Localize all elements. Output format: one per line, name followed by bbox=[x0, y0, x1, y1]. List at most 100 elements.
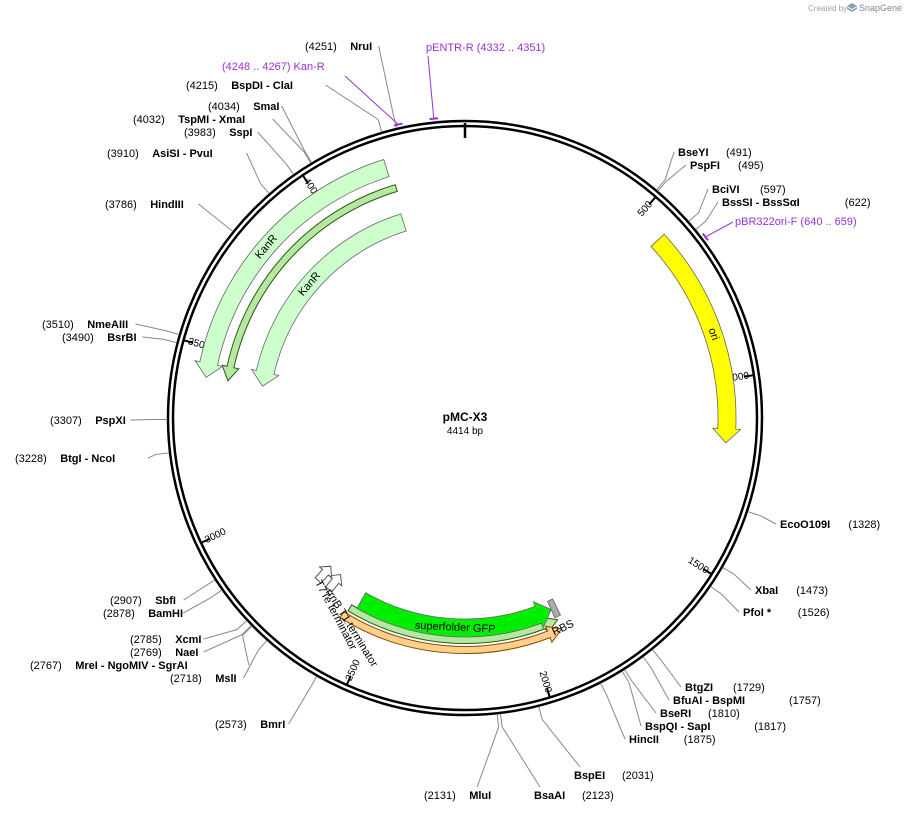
restriction-site[interactable]: (4251)NruI bbox=[305, 41, 372, 53]
restriction-site[interactable]: BssSI - BssSαI(622) bbox=[722, 197, 870, 209]
restriction-site[interactable]: (3228)BtgI - NcoI bbox=[15, 453, 115, 465]
restriction-site[interactable]: BfuAI - BspMI(1757) bbox=[673, 695, 821, 707]
site-enzyme: MreI - NgoMIV - SgrAI bbox=[75, 660, 187, 672]
restriction-site[interactable]: (2131)MluI bbox=[424, 790, 491, 802]
restriction-site[interactable]: (3786)HindIII bbox=[105, 199, 184, 211]
restriction-site[interactable]: (4034) SmaI bbox=[208, 101, 279, 113]
restriction-site[interactable]: BsaAI(2123) bbox=[534, 790, 614, 802]
restriction-site[interactable]: BciVI(597) bbox=[712, 184, 786, 196]
primer-leader-line bbox=[344, 75, 399, 125]
rbs-box[interactable] bbox=[546, 598, 562, 619]
site-enzyme: BspQI - SapI bbox=[645, 721, 710, 733]
site-leader-line bbox=[652, 649, 682, 688]
restriction-site[interactable]: (3490)BsrBI bbox=[62, 332, 137, 344]
site-enzyme: SbfI bbox=[155, 595, 176, 607]
tick-mark bbox=[345, 675, 352, 686]
site-position: (2767) bbox=[30, 660, 62, 672]
restriction-site[interactable]: PspFI(495) bbox=[690, 160, 764, 172]
restriction-site[interactable]: (4032)TspMI - XmaI bbox=[133, 114, 245, 126]
site-position: (622) bbox=[845, 197, 871, 209]
site-enzyme: BseYI bbox=[678, 147, 709, 159]
watermark-brand: SnapGene bbox=[859, 3, 902, 13]
site-leader-line bbox=[642, 656, 670, 701]
site-enzyme: NruI bbox=[350, 41, 372, 53]
site-enzyme: NmeAIII bbox=[87, 319, 128, 331]
site-position: (491) bbox=[726, 147, 752, 159]
backbone-outer-strand bbox=[166, 119, 764, 717]
site-position: (3307) bbox=[50, 415, 82, 427]
site-position: (4215) bbox=[186, 80, 218, 92]
site-leader-line bbox=[130, 418, 168, 421]
primer-label[interactable]: (4248 .. 4267) Kan-R bbox=[222, 61, 325, 73]
restriction-site[interactable]: (3910)AsiSI - PvuI bbox=[107, 148, 213, 160]
sfgfp-arrow[interactable] bbox=[356, 592, 552, 638]
restriction-site[interactable]: BseYI (491) bbox=[678, 147, 752, 159]
site-enzyme: BsaAI bbox=[534, 790, 565, 802]
restriction-site[interactable]: EcoO109I(1328) bbox=[780, 519, 880, 531]
site-leader-line bbox=[476, 714, 500, 788]
restriction-site[interactable]: BspEI(2031) bbox=[574, 770, 654, 782]
orf-kan-arrow bbox=[221, 184, 398, 382]
site-position: (1757) bbox=[789, 695, 821, 707]
restriction-site[interactable]: (3307)PspXI bbox=[50, 415, 126, 427]
kanr-inner-arrow[interactable] bbox=[250, 213, 407, 387]
site-leader-line bbox=[288, 676, 318, 725]
restriction-site[interactable]: (2878)BamHI bbox=[103, 608, 183, 620]
restriction-site[interactable]: (2718)MslI bbox=[170, 673, 237, 685]
site-leader-line bbox=[656, 151, 675, 191]
site-enzyme: NaeI bbox=[175, 647, 198, 659]
tick-mark bbox=[545, 687, 551, 698]
site-leader-line bbox=[710, 586, 740, 613]
site-position: (3490) bbox=[62, 332, 94, 344]
tick-mark bbox=[301, 174, 310, 185]
primer-label[interactable]: pBR322ori-F (640 .. 659) bbox=[735, 216, 857, 228]
restriction-site[interactable]: (2907)SbfI bbox=[110, 595, 176, 607]
site-leader-line bbox=[183, 579, 216, 601]
restriction-site[interactable]: BtgZI(1729) bbox=[685, 682, 765, 694]
t7te-terminator-icon[interactable] bbox=[312, 561, 337, 586]
site-enzyme: BamHI bbox=[148, 608, 183, 620]
restriction-site[interactable]: (2785)XcmI bbox=[130, 634, 201, 646]
site-position: (4034) bbox=[208, 101, 240, 113]
kanr-outer-arrow[interactable] bbox=[194, 158, 390, 378]
restriction-site[interactable]: (2573)BmrI bbox=[215, 719, 285, 731]
restriction-site[interactable]: PfoI *(1526) bbox=[743, 607, 830, 619]
restriction-site[interactable]: (3510)NmeAIII bbox=[42, 319, 128, 331]
primer-bar bbox=[702, 232, 709, 241]
restriction-site[interactable]: (4215)BspDI - ClaI bbox=[186, 80, 293, 92]
watermark-created-by: Created by bbox=[808, 4, 847, 13]
snapgene-logo-icon bbox=[847, 3, 857, 12]
snapgene-watermark: Created by SnapGene bbox=[808, 3, 902, 13]
site-position: (2785) bbox=[130, 634, 162, 646]
restriction-site[interactable]: (2769)NaeI bbox=[130, 647, 198, 659]
site-enzyme: PspFI bbox=[690, 160, 720, 172]
restriction-site[interactable]: (2767) MreI - NgoMIV - SgrAI bbox=[30, 660, 188, 672]
orf-arrows bbox=[221, 184, 563, 654]
site-leader-line bbox=[722, 567, 752, 591]
site-enzyme: SmaI bbox=[253, 101, 279, 113]
site-enzyme: TspMI - XmaI bbox=[178, 114, 245, 126]
site-leader-line bbox=[688, 188, 709, 222]
restriction-site[interactable]: BseRI(1810) bbox=[660, 708, 740, 720]
site-position: (1875) bbox=[684, 734, 716, 746]
site-position: (3983) bbox=[184, 127, 216, 139]
restriction-site[interactable]: BspQI - SapI(1817) bbox=[645, 721, 786, 733]
site-leader-line bbox=[695, 201, 719, 230]
primer-label[interactable]: pENTR-R (4332 .. 4351) bbox=[426, 42, 545, 54]
site-leader-line bbox=[243, 640, 268, 679]
map-center-label: pMC-X3 4414 bp bbox=[443, 410, 488, 437]
restriction-site[interactable]: XbaI(1473) bbox=[755, 585, 828, 597]
restriction-site[interactable]: (3983)SspI bbox=[184, 127, 252, 139]
site-enzyme: BmrI bbox=[260, 719, 285, 731]
site-position: (1473) bbox=[796, 585, 828, 597]
ori-label: ori bbox=[706, 327, 721, 342]
tick-mark bbox=[648, 196, 657, 206]
site-position: (3910) bbox=[107, 148, 139, 160]
site-position: (1526) bbox=[798, 607, 830, 619]
orf-gfp-2-arrow bbox=[339, 610, 563, 654]
primer-bar bbox=[393, 122, 403, 127]
ori-arrow[interactable] bbox=[650, 233, 742, 444]
primer-leader-line bbox=[705, 221, 734, 238]
restriction-site[interactable]: HincII(1875) bbox=[629, 734, 716, 746]
site-position: (1328) bbox=[848, 519, 880, 531]
